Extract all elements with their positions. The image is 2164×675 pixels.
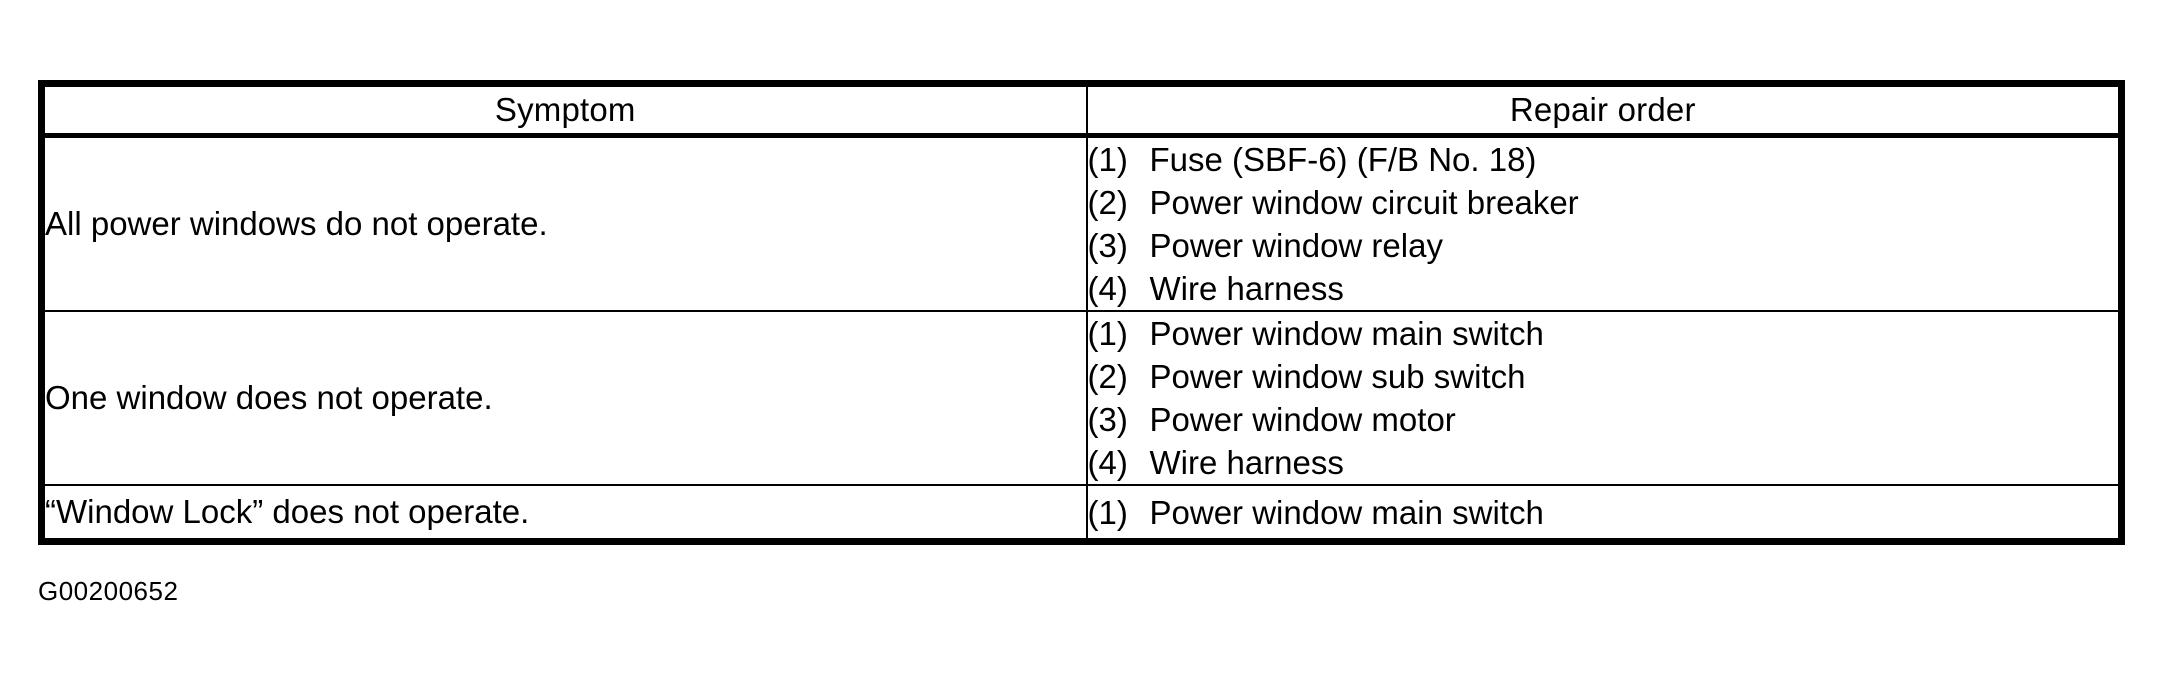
list-item: (1) Fuse (SBF-6) (F/B No. 18) bbox=[1088, 138, 2119, 181]
repair-order-list: (1) Fuse (SBF-6) (F/B No. 18) (2) Power … bbox=[1088, 138, 2119, 310]
list-item: (3) Power window motor bbox=[1088, 398, 2119, 441]
repair-item-text: Power window main switch bbox=[1149, 315, 1544, 352]
repair-item-text: Fuse (SBF-6) (F/B No. 18) bbox=[1149, 141, 1537, 178]
repair-item-text: Wire harness bbox=[1149, 444, 1344, 481]
table-header-row: Symptom Repair order bbox=[40, 82, 2123, 138]
symptom-repair-table: Symptom Repair order All power windows d… bbox=[38, 80, 2125, 545]
figure-caption: G00200652 bbox=[38, 576, 179, 606]
symptom-cell: One window does not operate. bbox=[40, 310, 1088, 486]
symptom-cell: “Window Lock” does not operate. bbox=[40, 484, 1088, 543]
list-item: (1) Power window main switch bbox=[1088, 491, 2119, 534]
repair-item-number: (3) bbox=[1087, 227, 1128, 264]
repair-item-number: (1) bbox=[1087, 141, 1128, 178]
list-item: (3) Power window relay bbox=[1088, 224, 2119, 267]
column-header-repair-order: Repair order bbox=[1085, 82, 2123, 138]
repair-item-number: (3) bbox=[1087, 401, 1128, 438]
list-item: (2) Power window sub switch bbox=[1088, 355, 2119, 398]
table-row: All power windows do not operate. (1) Fu… bbox=[40, 134, 2123, 312]
repair-item-text: Power window sub switch bbox=[1149, 358, 1526, 395]
table-row: One window does not operate. (1) Power w… bbox=[40, 310, 2123, 486]
repair-item-number: (1) bbox=[1087, 315, 1128, 352]
repair-item-text: Power window main switch bbox=[1149, 493, 1544, 531]
repair-item-number: (2) bbox=[1087, 358, 1128, 395]
repair-item-number: (4) bbox=[1087, 270, 1128, 307]
repair-item-text: Wire harness bbox=[1149, 270, 1344, 307]
repair-order-list: (1) Power window main switch (2) Power w… bbox=[1088, 312, 2119, 484]
column-header-symptom: Symptom bbox=[40, 82, 1088, 138]
list-item: (2) Power window circuit breaker bbox=[1088, 181, 2119, 224]
repair-item-number: (4) bbox=[1087, 444, 1128, 481]
repair-order-cell: (1) Power window main switch (2) Power w… bbox=[1085, 310, 2123, 486]
list-item: (1) Power window main switch bbox=[1088, 312, 2119, 355]
table-row: “Window Lock” does not operate. (1) Powe… bbox=[40, 484, 2123, 543]
symptom-cell: All power windows do not operate. bbox=[40, 134, 1088, 312]
list-item: (4) Wire harness bbox=[1088, 441, 2119, 484]
repair-order-cell: (1) Power window main switch bbox=[1085, 484, 2123, 543]
repair-order-list: (1) Power window main switch bbox=[1088, 491, 2119, 534]
repair-item-number: (1) bbox=[1087, 493, 1128, 531]
table-body: All power windows do not operate. (1) Fu… bbox=[40, 134, 2123, 543]
repair-item-text: Power window motor bbox=[1149, 401, 1456, 438]
list-item: (4) Wire harness bbox=[1088, 267, 2119, 310]
repair-item-number: (2) bbox=[1087, 184, 1128, 221]
repair-item-text: Power window circuit breaker bbox=[1149, 184, 1579, 221]
repair-item-text: Power window relay bbox=[1149, 227, 1443, 264]
repair-order-cell: (1) Fuse (SBF-6) (F/B No. 18) (2) Power … bbox=[1085, 134, 2123, 312]
